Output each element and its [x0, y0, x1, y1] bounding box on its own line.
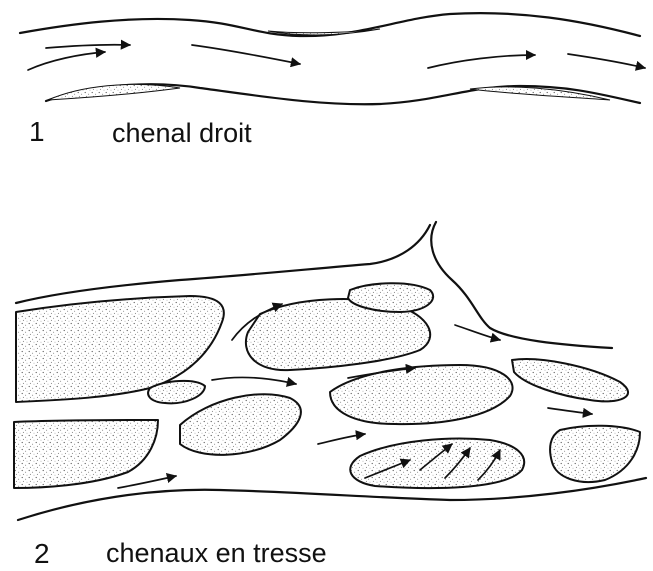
- panel-1-flow-arrow: [428, 55, 535, 68]
- panel-1-sand-bar-left: [48, 84, 180, 100]
- panel-2-flow-arrow: [318, 434, 365, 444]
- panel-2-flow-arrow: [455, 325, 500, 340]
- panel-2-number: 2: [34, 540, 50, 568]
- panel-2-caption: chenaux en tresse: [106, 540, 327, 567]
- panel-1-number: 1: [29, 118, 45, 146]
- panel-1-caption: chenal droit: [112, 120, 252, 147]
- panel-2-tributary-bank: [431, 222, 612, 348]
- panel-2-flow-arrow: [548, 408, 592, 414]
- panel-1-flow-arrow: [46, 45, 130, 48]
- panel-1-flow-arrow: [192, 45, 300, 64]
- panel-2-flow-arrow: [118, 476, 176, 488]
- panel-2-island: [330, 365, 513, 424]
- panel-2-island: [350, 439, 524, 489]
- panel-2-island: [14, 420, 158, 488]
- panel-1-flow-arrow: [28, 52, 105, 70]
- panel-2-flow-arrow: [212, 377, 296, 384]
- panel-1-flow-arrow: [568, 54, 645, 68]
- panel-2-braided-channels: [14, 222, 646, 520]
- panel-2-island: [148, 381, 205, 403]
- panel-1-sand-bar-right: [470, 87, 610, 100]
- panel-1-straight-channel: [20, 13, 645, 104]
- panel-2-island: [180, 394, 301, 455]
- panel-2-lower-bank: [18, 478, 646, 520]
- panel-2-island: [550, 426, 640, 482]
- panel-2-island: [512, 359, 628, 401]
